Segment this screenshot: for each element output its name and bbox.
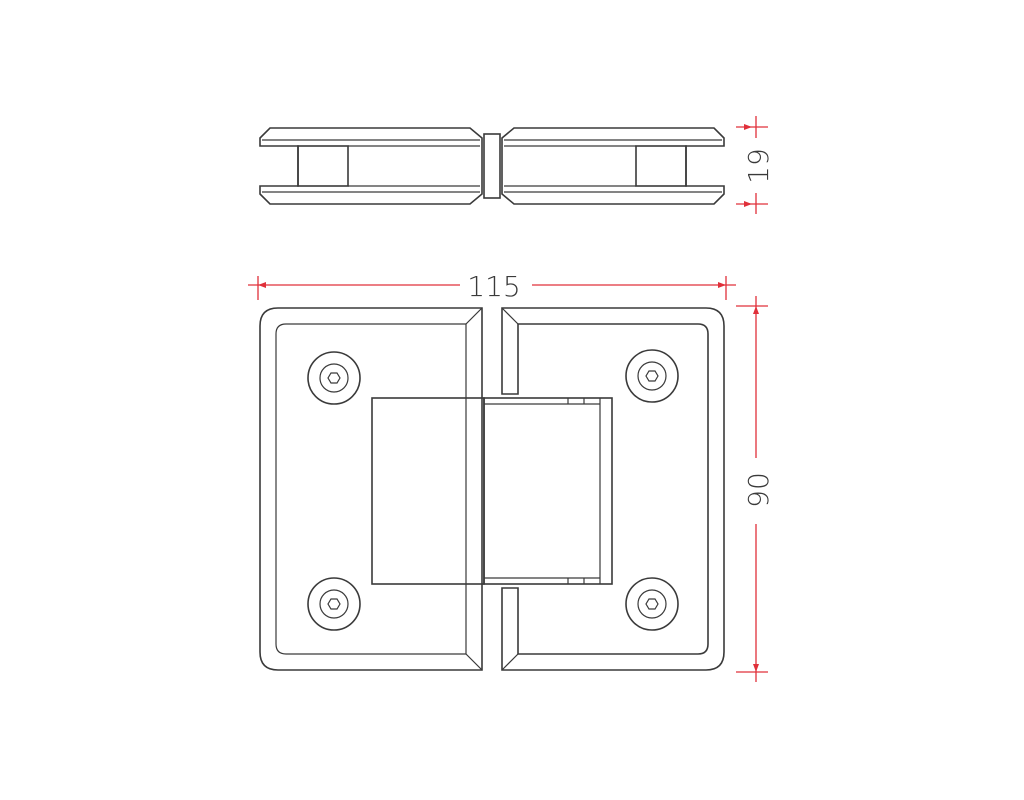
top-view-pivot: [483, 133, 501, 199]
screw-top-left: [307, 351, 361, 405]
height-label: 90: [742, 472, 775, 508]
thickness-dimension: 19: [736, 116, 775, 214]
left-knuckle: [371, 397, 485, 585]
right-knuckle: [483, 397, 613, 585]
top-view-right-leaf: [501, 127, 725, 205]
thickness-label: 19: [742, 148, 775, 184]
front-view: [259, 307, 725, 671]
height-dimension: 90: [736, 296, 775, 682]
screw-bottom-right: [625, 577, 679, 631]
front-view-right-plate: [483, 307, 725, 671]
width-dimension: 115: [248, 270, 736, 303]
front-view-left-plate: [259, 307, 485, 671]
top-view-left-leaf: [259, 127, 483, 205]
width-label: 115: [467, 270, 520, 303]
screw-bottom-left: [307, 577, 361, 631]
screw-top-right: [625, 349, 679, 403]
top-view: [259, 127, 725, 205]
